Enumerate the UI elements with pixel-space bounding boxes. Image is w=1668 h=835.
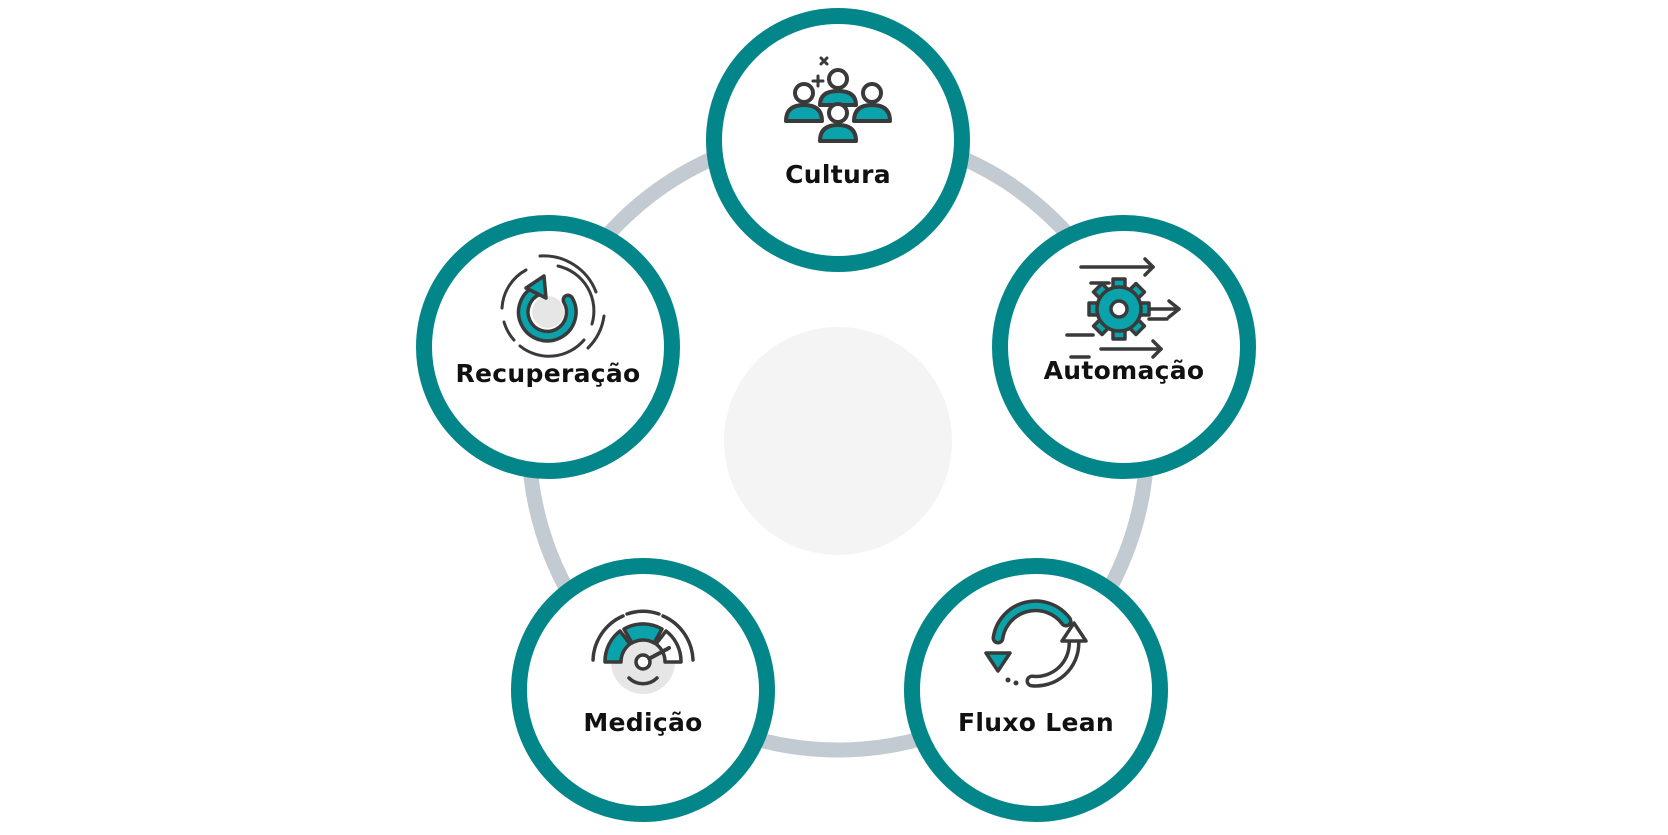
node-recuperacao: Recuperação	[416, 215, 680, 479]
gauge-icon	[591, 609, 695, 694]
node-automacao: Automação	[992, 215, 1256, 479]
gear-arrows-icon	[1065, 257, 1181, 359]
node-automacao-circle	[992, 215, 1256, 479]
node-recuperacao-label: Recuperação	[455, 359, 640, 388]
node-medicao-label: Medição	[583, 708, 702, 737]
node-fluxo-lean-circle	[904, 558, 1168, 822]
node-fluxo-lean: Fluxo Lean	[904, 558, 1168, 822]
node-recuperacao-circle	[416, 215, 680, 479]
cycle-arrows-icon	[984, 599, 1088, 688]
node-fluxo-lean-label: Fluxo Lean	[958, 708, 1114, 737]
people-group-icon	[784, 56, 892, 143]
center-disc	[724, 327, 952, 555]
node-cultura: Cultura	[706, 8, 970, 272]
node-medicao: Medição	[511, 558, 775, 822]
recovery-cycle-icon	[500, 254, 606, 358]
node-automacao-label: Automação	[1044, 356, 1205, 385]
node-cultura-label: Cultura	[785, 160, 891, 189]
